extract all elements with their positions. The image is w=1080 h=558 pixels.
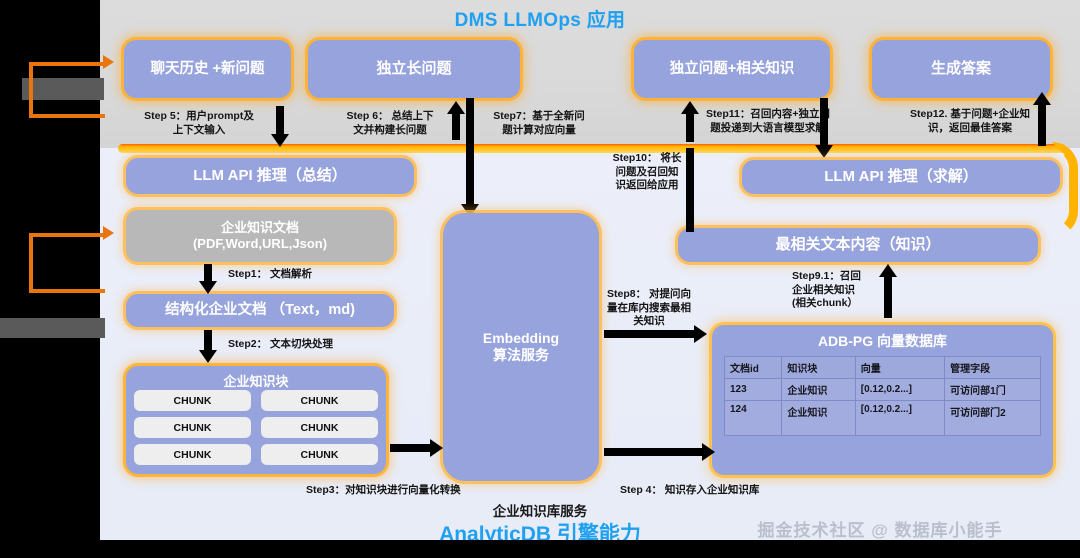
column-header: 文档id <box>723 356 783 379</box>
left-connector-top-lower <box>29 114 105 118</box>
table-header-row: 文档id 知识块 向量 管理字段 <box>723 356 1041 379</box>
step-label-step1: Step1： 文档解析 <box>228 268 313 280</box>
node-llm-api-summarize[interactable]: LLM API 推理（总结） <box>126 158 414 194</box>
arrow-step8-shaft <box>604 330 696 338</box>
arrow-step2-shaft <box>204 330 212 352</box>
chunk-item[interactable]: CHUNK <box>261 390 378 411</box>
column-header: 知识块 <box>781 356 856 379</box>
redaction-bar-bottom <box>0 318 105 338</box>
left-connector-top-vertical <box>29 62 33 118</box>
arrow-step6-head <box>447 101 465 114</box>
node-llm-api-solve[interactable]: LLM API 推理（求解） <box>742 160 1060 194</box>
arrow-step5-head <box>271 134 289 147</box>
step-label-step8: Step8： 对提问向 量在库内搜索最相 关知识 <box>606 288 691 328</box>
left-connector-top-upper <box>29 62 105 66</box>
database-title: ADB-PG 向量数据库 <box>817 333 948 349</box>
table-cell: [0.12,0.2...] <box>854 400 946 436</box>
table-cell: 可访问部1门 <box>944 378 1041 401</box>
arrow-step4-shaft <box>604 448 704 456</box>
service-label: 企业知识库服务 <box>492 504 588 519</box>
arrow-step5-shaft <box>276 106 284 136</box>
database-table: 文档id 知识块 向量 管理字段 123 企业知识 [0.12,0.2...] … <box>723 356 1041 436</box>
step-label-step3: Step3：对知识块进行向量化转换 <box>306 484 461 496</box>
chunk-item[interactable]: CHUNK <box>261 444 378 465</box>
table-row: 124 企业知识 [0.12,0.2...] 可访问部门2 <box>723 400 1041 436</box>
step-label-step6: Step 6： 总结上下 文并构建长问题 <box>346 110 434 136</box>
arrow-step6-shaft <box>452 112 460 140</box>
left-connector-main-lower <box>29 289 105 293</box>
watermark-text: 掘金技术社区 @ 数据库小能手 <box>757 521 1003 540</box>
chunk-item[interactable]: CHUNK <box>261 417 378 438</box>
node-standalone-long-question[interactable]: 独立长问题 <box>308 40 520 98</box>
arrow-step11-head <box>681 101 699 114</box>
arrow-step2-head <box>199 350 217 363</box>
table-cell: 123 <box>723 378 783 401</box>
chunk-group-title: 企业知识块 <box>223 374 289 389</box>
step-label-step4: Step 4： 知识存入企业知识库 <box>620 484 760 496</box>
column-header: 向量 <box>854 356 946 379</box>
left-connector-main-upper <box>29 233 105 237</box>
arrow-step7-shaft <box>466 98 474 206</box>
table-cell: 企业知识 <box>781 400 856 436</box>
left-connector-main-arrowhead <box>103 226 114 240</box>
divider-right-cap <box>1052 142 1078 237</box>
arrow-step3-shaft <box>390 444 432 452</box>
node-standalone-question-knowledge[interactable]: 独立问题+相关知识 <box>634 40 830 98</box>
left-connector-main-vertical <box>29 233 33 291</box>
node-embedding-service[interactable]: Embedding 算法服务 <box>443 213 599 481</box>
arrow-step8-head <box>694 325 707 343</box>
node-adbpg-vector-database[interactable]: ADB-PG 向量数据库 文档id 知识块 向量 管理字段 123 企业知识 [… <box>712 325 1053 475</box>
redaction-bar-top <box>22 78 104 100</box>
arrow-step11b-head <box>815 145 833 158</box>
page-title: DMS LLMOps 应用 <box>454 10 626 31</box>
arrow-step91-head <box>879 264 897 277</box>
arrow-step11b-shaft <box>820 98 828 148</box>
node-most-relevant-text[interactable]: 最相关文本内容（知识） <box>678 228 1038 262</box>
node-structured-doc[interactable]: 结构化企业文档 （Text，md) <box>126 294 394 327</box>
left-connector-top-arrowhead <box>103 55 114 69</box>
chunk-item[interactable]: CHUNK <box>134 417 251 438</box>
arrow-step4-head <box>702 443 715 461</box>
table-cell: 企业知识 <box>781 378 856 401</box>
arrow-step3-head <box>430 439 443 457</box>
table-cell: 124 <box>723 400 783 436</box>
node-chat-history[interactable]: 聊天历史 +新问题 <box>124 40 291 98</box>
arrow-step11-shaft <box>686 112 694 142</box>
arrow-step10-shaft <box>686 148 694 232</box>
arrow-step91-shaft <box>884 274 892 318</box>
arrow-step1-head <box>199 281 217 294</box>
step-label-step12: Step12. 基于问题+企业知 识，返回最佳答案 <box>910 108 1030 134</box>
arrow-step12-head <box>1033 92 1051 105</box>
chunk-grid: CHUNK CHUNK CHUNK CHUNK CHUNK CHUNK <box>134 390 378 465</box>
step-label-step2: Step2： 文本切块处理 <box>228 338 334 350</box>
chunk-item[interactable]: CHUNK <box>134 390 251 411</box>
table-cell: [0.12,0.2...] <box>854 378 946 401</box>
column-header: 管理字段 <box>944 356 1041 379</box>
arrow-step1-shaft <box>204 264 212 284</box>
band-divider <box>118 142 1078 237</box>
arrow-step12-shaft <box>1038 102 1046 146</box>
node-generate-answer[interactable]: 生成答案 <box>872 40 1050 98</box>
step-label-step7: Step7：基于全新问 题计算对应向量 <box>493 110 585 136</box>
bottom-letterbox <box>0 540 1080 558</box>
chunk-item[interactable]: CHUNK <box>134 444 251 465</box>
step-label-step91: Step9.1：召回 企业相关知识 (相关chunk） <box>792 270 861 310</box>
step-label-step5: Step 5：用户prompt及 上下文输入 <box>144 110 254 136</box>
node-enterprise-knowledge-doc[interactable]: 企业知识文档 (PDF,Word,URL,Json) <box>126 210 394 262</box>
table-cell: 可访问部门2 <box>944 400 1041 436</box>
table-row: 123 企业知识 [0.12,0.2...] 可访问部1门 <box>723 378 1041 401</box>
step-label-step11: Step11：召回内容+独立问 题投递到大语言模型求解 <box>706 108 830 134</box>
node-enterprise-knowledge-chunks[interactable]: 企业知识块 CHUNK CHUNK CHUNK CHUNK CHUNK CHUN… <box>126 366 386 474</box>
step-label-step10: Step10： 将长 问题及召回知 识返回给应用 <box>612 152 682 192</box>
